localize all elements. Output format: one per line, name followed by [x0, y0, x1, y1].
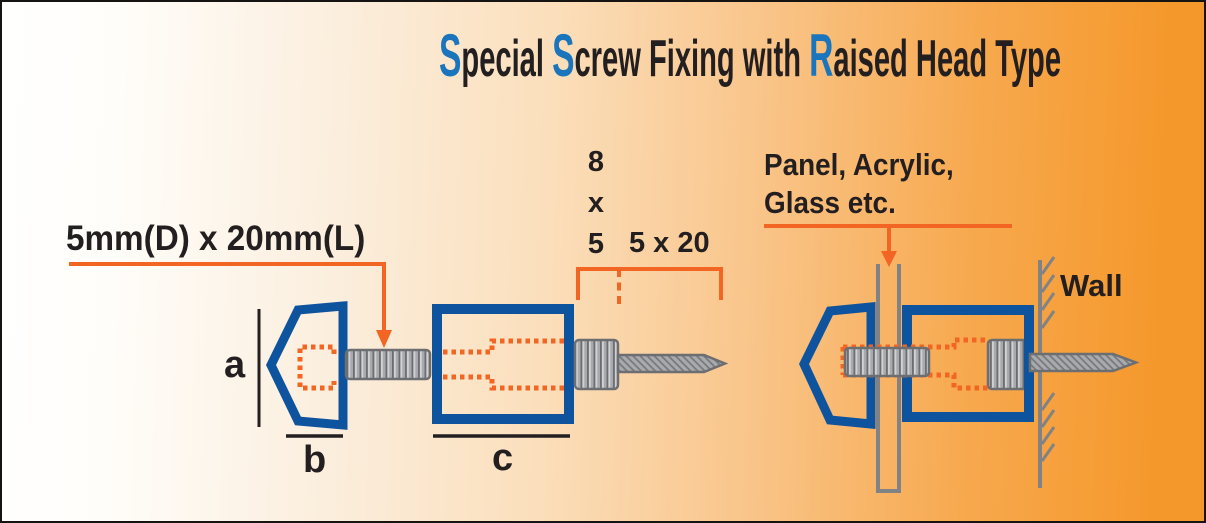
machine-thread: [573, 338, 620, 391]
fixing-screw: [573, 338, 729, 391]
raised-head-cap: [265, 301, 348, 430]
barrel-spacer: [432, 304, 574, 424]
screw-size-label: 5mm(D) x 20mm(L): [66, 219, 366, 258]
dimension-c-label: c: [492, 437, 514, 479]
installed-view: [764, 224, 1140, 493]
stud-thread: [344, 348, 432, 381]
machine-thread: [986, 338, 1032, 391]
panel-leader-arrow: [764, 224, 1012, 267]
dimension-a-label: a: [224, 344, 246, 386]
page-title: Special Screw Fixing with Raised Head Ty…: [439, 26, 1061, 86]
arrow-down-icon: [881, 251, 897, 267]
wall-hatching: [1040, 256, 1056, 462]
title-accent: R: [809, 22, 834, 89]
panel-materials-label: Panel, Acrylic, Glass etc.: [764, 147, 954, 220]
bore-dotted-bottom: [443, 374, 564, 391]
screw-size-leader-arrow: [69, 262, 392, 348]
dimension-b-label: b: [303, 439, 327, 481]
title-text: aised Head Type: [833, 30, 1062, 88]
screw-shaft: [616, 353, 729, 374]
title-accent: S: [439, 22, 462, 89]
stud-size-label: 8 x 5: [587, 146, 605, 260]
exploded-view: [69, 262, 729, 438]
screw-shaft: [1028, 352, 1140, 373]
bore-dotted-top: [443, 338, 564, 355]
wall-label: Wall: [1060, 268, 1123, 303]
arrow-down-icon: [376, 330, 392, 348]
stud-thread: [843, 346, 931, 378]
title-text: crew Fixing with: [574, 30, 810, 88]
raised-head-cap: [799, 302, 876, 429]
threaded-hole-dotted: [297, 344, 337, 391]
dim-bracket: [576, 267, 723, 304]
wall-section: [1038, 256, 1056, 488]
title-text: pecial: [461, 30, 553, 88]
title-accent: S: [552, 22, 575, 89]
screw-size-2-label: 5 x 20: [629, 227, 710, 259]
